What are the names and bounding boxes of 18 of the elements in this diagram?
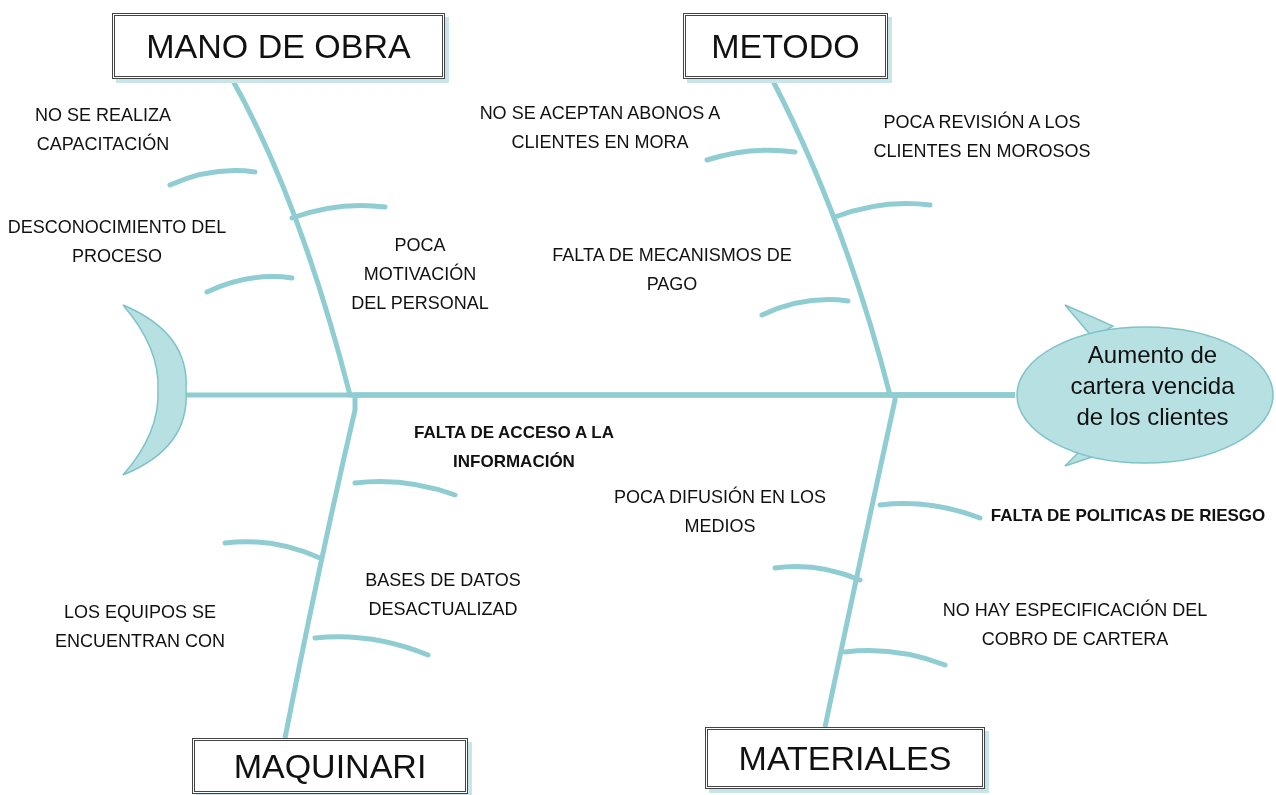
- effect-text: Aumento de cartera vencida de los clientes: [1069, 339, 1236, 432]
- cause-text: NO HAY ESPECIFICACIÓN DEL COBRO DE CARTERA: [941, 598, 1209, 651]
- category-title: MAQUINARI: [233, 746, 427, 786]
- cause-text: POCA REVISIÓN A LOS CLIENTES EN MOROSOS: [872, 110, 1092, 163]
- cause-text: FALTA DE ACCESO A LA INFORMACIÓN: [413, 422, 615, 473]
- cause-text: POCA MOTIVACIÓN DEL PERSONAL: [350, 234, 490, 315]
- cause-text: BASES DE DATOS DESACTUALIZAD: [364, 569, 522, 621]
- cause-text: NO SE REALIZA CAPACITACIÓN: [33, 104, 172, 156]
- cause-text: NO SE ACEPTAN ABONOS A CLIENTES EN MORA: [478, 102, 722, 154]
- cause-text: FALTA DE POLITICAS DE RIESGO: [989, 505, 1267, 527]
- category-title: MATERIALES: [738, 738, 952, 778]
- cause-text: DESCONOCIMIENTO DEL PROCESO: [6, 216, 228, 268]
- cause-text: LOS EQUIPOS SE ENCUENTRAN CON: [54, 601, 226, 653]
- category-title: MANO DE OBRA: [146, 26, 411, 66]
- bone-line: [822, 392, 1015, 728]
- cause-text: FALTA DE MECANISMOS DE PAGO: [551, 244, 793, 296]
- category-title: METODO: [711, 26, 860, 66]
- cause-text: POCA DIFUSIÓN EN LOS MEDIOS: [612, 485, 827, 538]
